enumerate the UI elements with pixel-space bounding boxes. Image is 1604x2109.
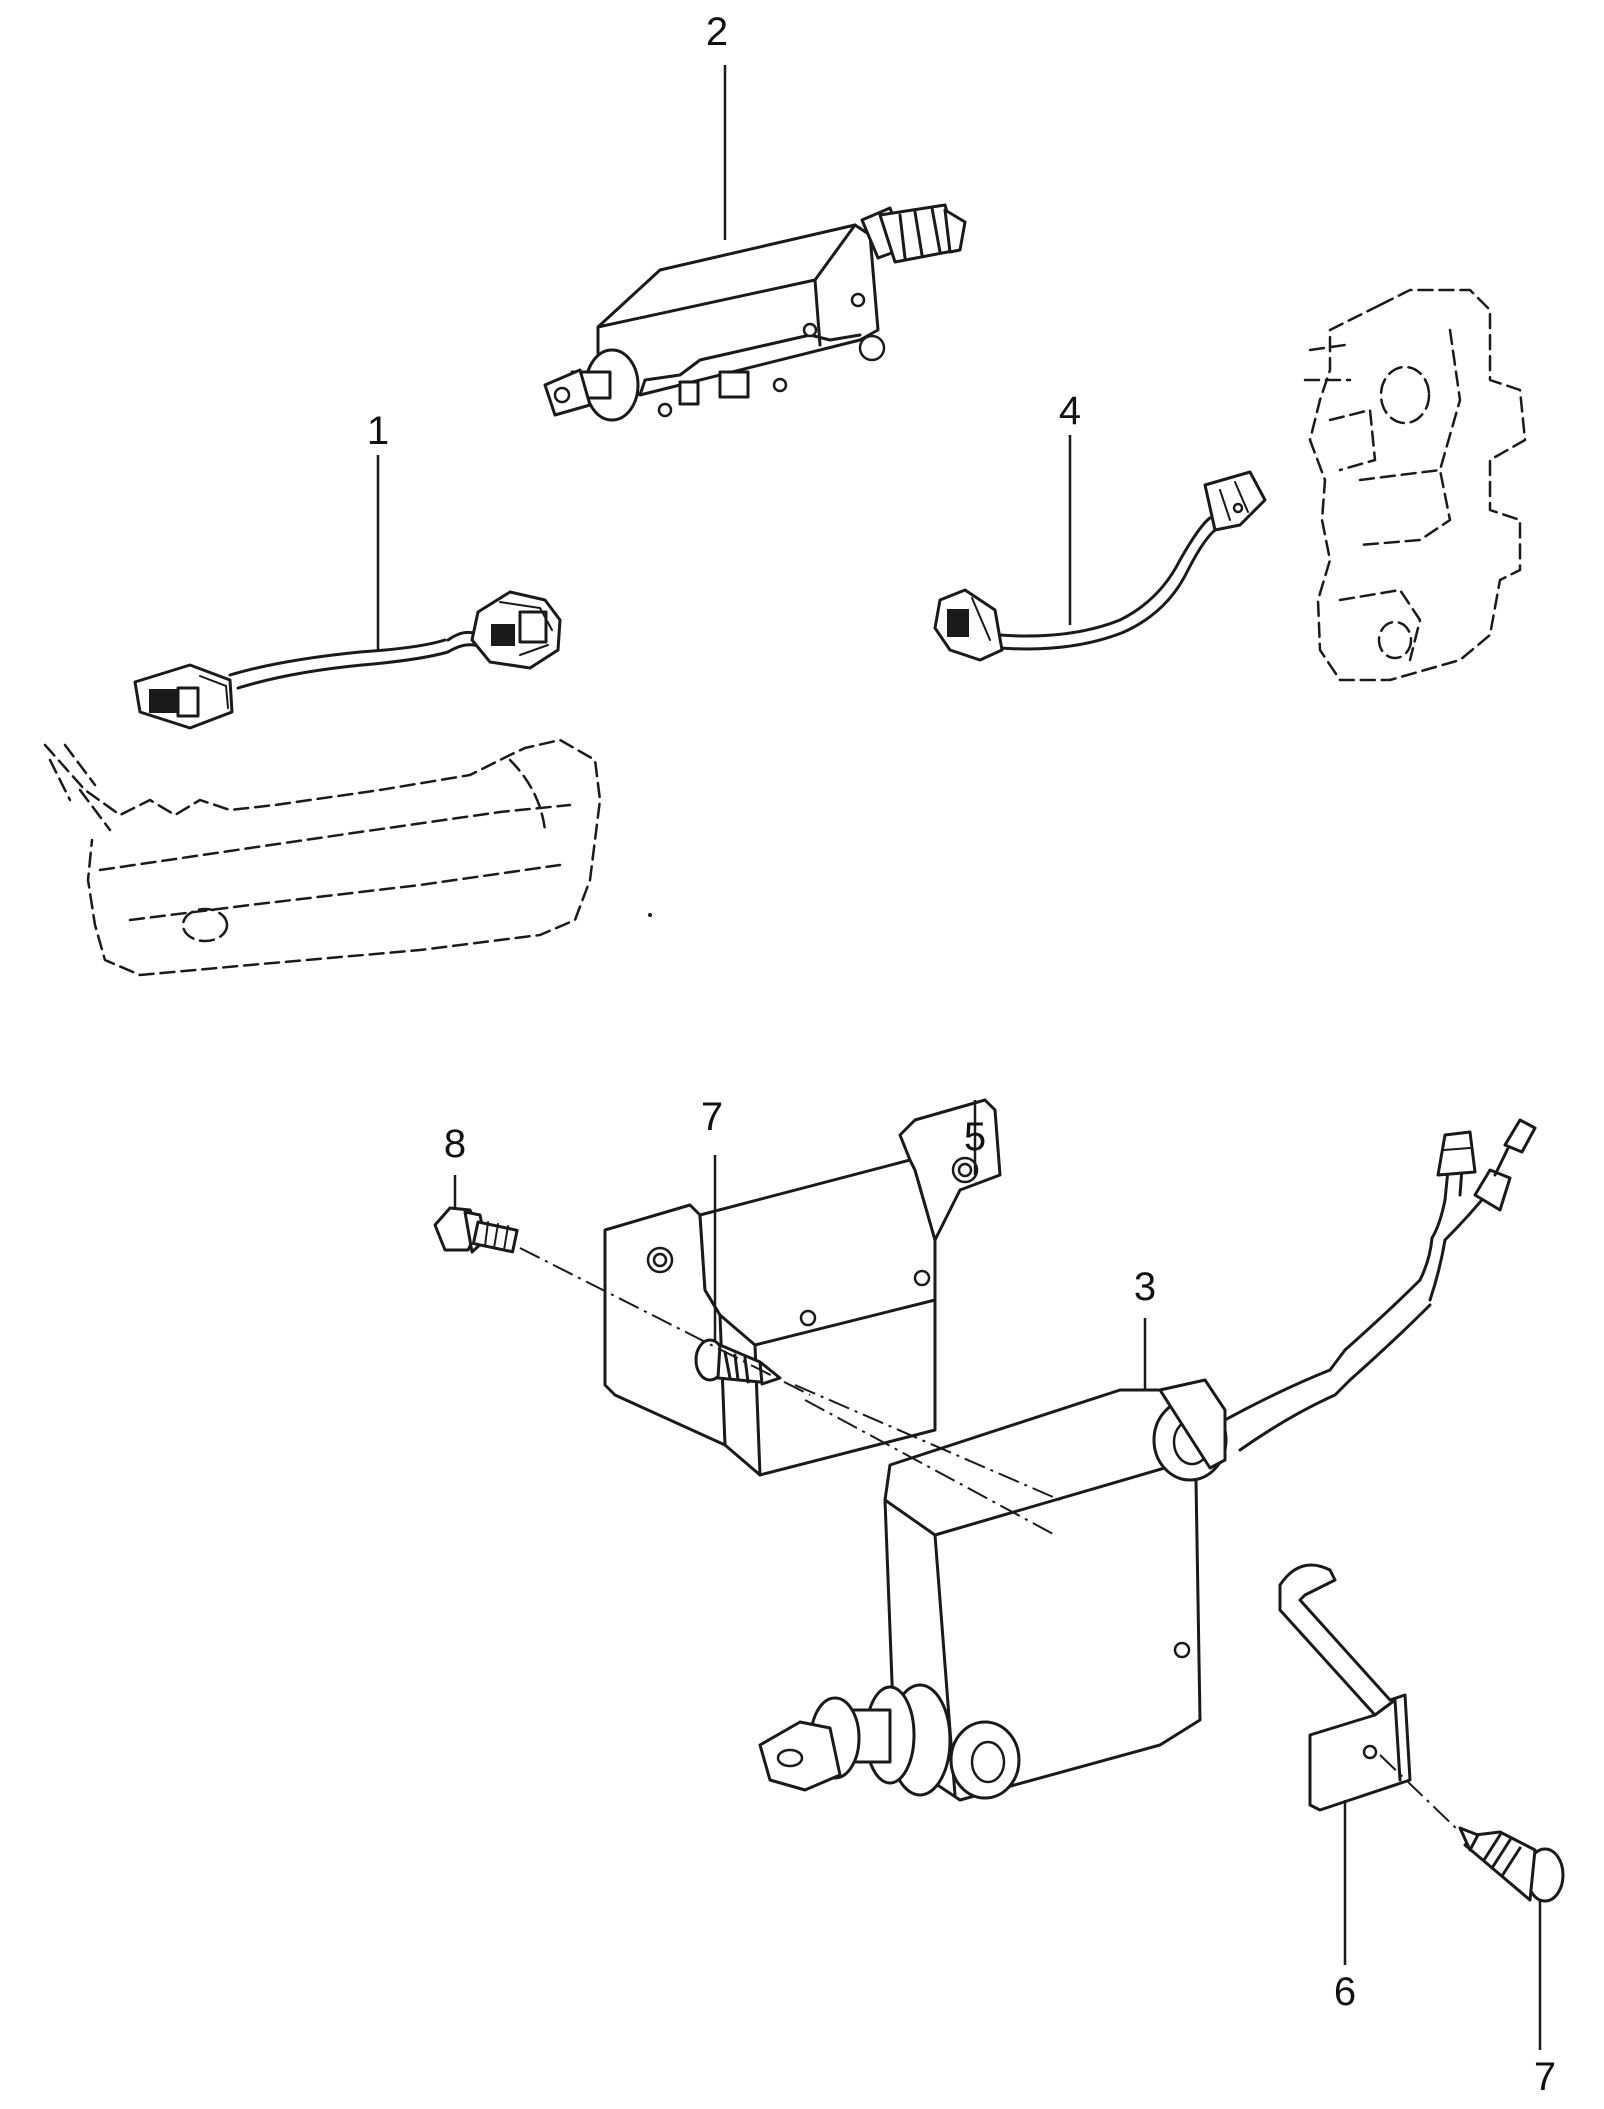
door-lock-ghost bbox=[1303, 288, 1527, 682]
callout-labels: 2 1 4 7 5 8 3 6 7 bbox=[367, 10, 1556, 2099]
callout-4: 4 bbox=[1059, 389, 1081, 433]
stray-dot bbox=[648, 913, 652, 917]
actuator-part-3 bbox=[758, 1118, 1537, 1802]
actuator-part-2 bbox=[543, 203, 967, 422]
assembly-axes bbox=[519, 1247, 1461, 1833]
screw-part-7-upper bbox=[694, 1338, 782, 1386]
callout-1: 1 bbox=[367, 409, 389, 453]
callout-7-upper: 7 bbox=[701, 1095, 723, 1139]
bracket-part-6 bbox=[1278, 1563, 1412, 1812]
callout-3: 3 bbox=[1134, 1265, 1156, 1309]
callout-8: 8 bbox=[444, 1122, 466, 1166]
door-handle-ghost bbox=[43, 738, 602, 977]
wiring-harness-part-1 bbox=[133, 590, 562, 730]
wiring-harness-part-4 bbox=[933, 470, 1267, 662]
bolt-part-8 bbox=[433, 1206, 519, 1254]
callout-2: 2 bbox=[706, 10, 728, 54]
leader-lines bbox=[376, 65, 1542, 2050]
screw-part-7-lower bbox=[1458, 1826, 1565, 1903]
callout-6: 6 bbox=[1334, 1970, 1356, 2014]
bracket-part-5 bbox=[603, 1098, 1002, 1477]
callout-7-lower: 7 bbox=[1534, 2055, 1556, 2099]
callout-5: 5 bbox=[964, 1115, 986, 1159]
